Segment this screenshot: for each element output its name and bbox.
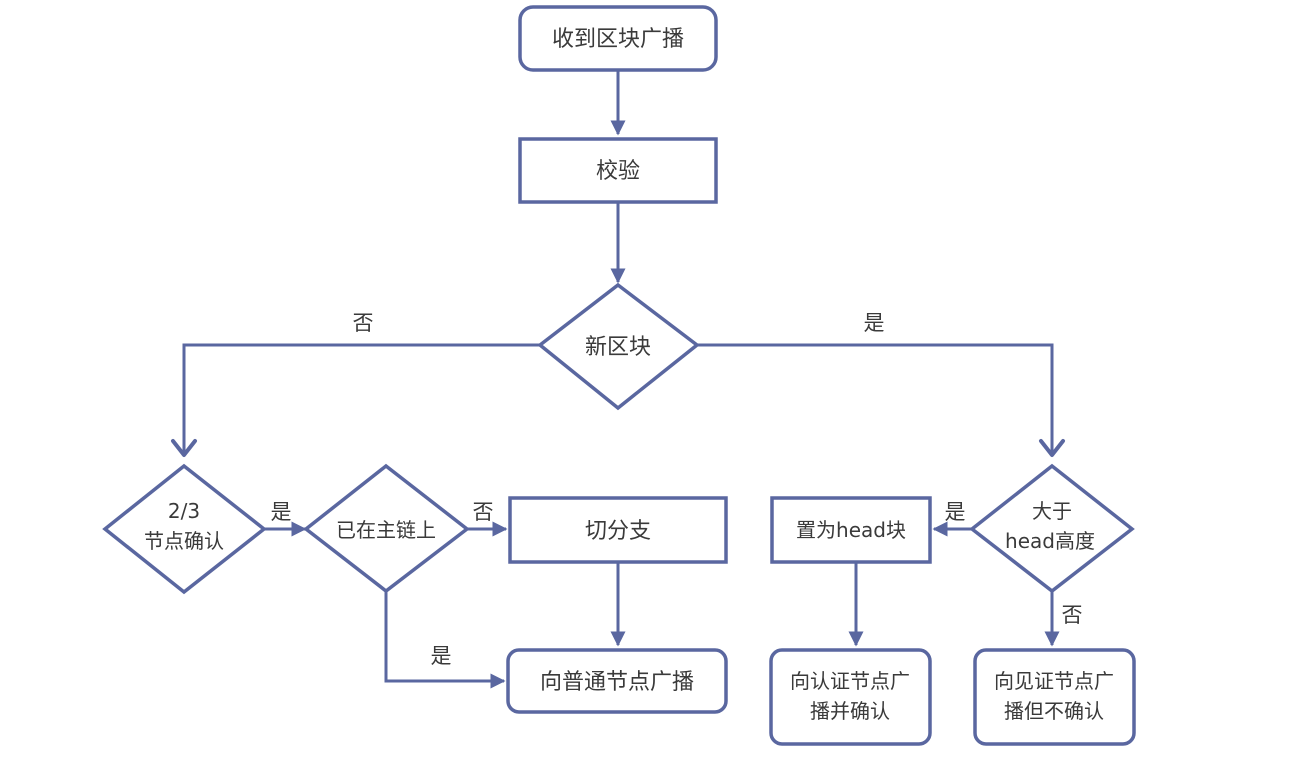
node-switch-branch-label: 切分支 [585, 519, 651, 544]
edge-label-main-chain-no: 否 [473, 500, 494, 524]
node-set-head [770, 496, 932, 564]
edge-label-new-block-yes: 是 [864, 311, 885, 335]
node-verify [518, 137, 718, 204]
node-new-block-label: 新区块 [585, 335, 651, 360]
edge-new-block-no [182, 343, 540, 455]
node-gt-head-decision [969, 463, 1135, 594]
node-gt-head-label-line1: 大于 [1032, 499, 1072, 523]
edge-main-chain-yes [384, 591, 506, 689]
node-on-main-chain-label: 已在主链上 [336, 518, 436, 542]
edge-new-block-yes-arrowhead [1039, 439, 1065, 457]
node-two-thirds-label-line1: 2/3 [168, 499, 200, 523]
edge-new-block-no-arrowhead [171, 439, 197, 457]
node-broadcast-witness [973, 648, 1136, 746]
node-new-block-decision [537, 282, 700, 411]
node-gt-head-label-line2: head高度 [1005, 529, 1095, 553]
node-broadcast-normal-label: 向普通节点广播 [540, 670, 694, 695]
node-two-thirds-decision [102, 463, 267, 595]
node-broadcast-certified-line2: 播并确认 [810, 699, 890, 723]
node-verify-label: 校验 [596, 159, 640, 184]
node-on-main-chain-decision [303, 463, 470, 594]
node-two-thirds-label-line2: 节点确认 [144, 529, 224, 553]
edge-label-main-chain-yes: 是 [431, 644, 452, 668]
node-broadcast-certified [769, 648, 932, 746]
node-broadcast-witness-line1: 向见证节点广 [994, 669, 1114, 693]
edge-label-gt-head-yes: 是 [945, 500, 966, 524]
node-broadcast-normal [506, 648, 728, 714]
node-broadcast-certified-line1: 向认证节点广 [790, 669, 910, 693]
edge-label-new-block-no: 否 [353, 311, 374, 335]
node-switch-branch [508, 496, 728, 564]
edge-new-block-yes [697, 343, 1054, 455]
node-broadcast-witness-line2: 播但不确认 [1004, 699, 1104, 723]
node-set-head-label: 置为head块 [796, 518, 906, 542]
edge-label-confirm-yes: 是 [271, 500, 292, 524]
node-receive-broadcast [518, 5, 718, 72]
node-receive-broadcast-label: 收到区块广播 [552, 27, 684, 52]
edge-label-gt-head-no: 否 [1062, 603, 1083, 627]
